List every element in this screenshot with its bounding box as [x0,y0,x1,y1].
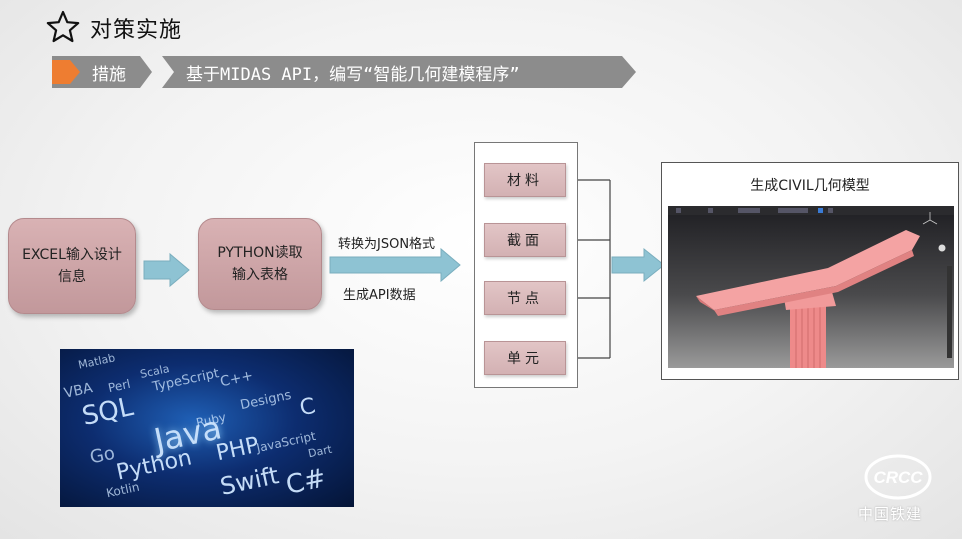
toolbar-icons [676,208,833,213]
item-section: 截面 [484,223,566,257]
code-word: Matlab [77,351,117,372]
code-word: C# [283,463,329,501]
generate-api-label: 生成API数据 [343,288,416,303]
code-word: Swift [217,461,282,501]
item-material: 材料 [484,163,566,197]
convert-json-label: 转换为JSON格式 [338,237,436,252]
code-word: Go [88,442,117,469]
company-name: 中国铁建 [858,505,923,523]
deck-shape [696,230,920,316]
python-read-box: PYTHON读取输入表格 [198,218,322,310]
civil-model-render [668,206,954,368]
arrow-excel-to-python [143,252,190,288]
axis-gizmo-icon [922,212,938,225]
excel-input-label: EXCEL输入设计信息 [22,247,122,285]
code-word: Kotlin [104,479,141,501]
item-node: 节点 [484,281,566,315]
python-read-label: PYTHON读取输入表格 [217,245,303,283]
code-word: C [297,393,318,422]
item-element: 单元 [484,341,566,375]
measure-tag: 措施 [92,65,126,85]
pier-shape [784,292,836,368]
code-word: C++ [218,367,255,391]
arrow-python-to-data [329,247,461,283]
excel-input-box: EXCEL输入设计信息 [8,218,136,314]
code-word: Designs [239,387,293,414]
code-word: Dart [306,442,334,461]
code-word: VBA [62,380,95,402]
banner-subtitle: 基于MIDAS API，编写“智能几何建模程序” [186,65,520,85]
model-output-title: 生成CIVIL几何模型 [750,178,870,194]
page-title: 对策实施 [90,18,183,43]
star-icon [46,10,80,43]
code-word: Python [114,445,195,486]
arrow-data-to-model [611,247,665,283]
banner-chevrons [52,56,636,88]
crcc-logo: CRCC [864,454,932,500]
crcc-logo-emblem: CRCC [873,468,923,487]
code-word: SQL [79,391,137,433]
